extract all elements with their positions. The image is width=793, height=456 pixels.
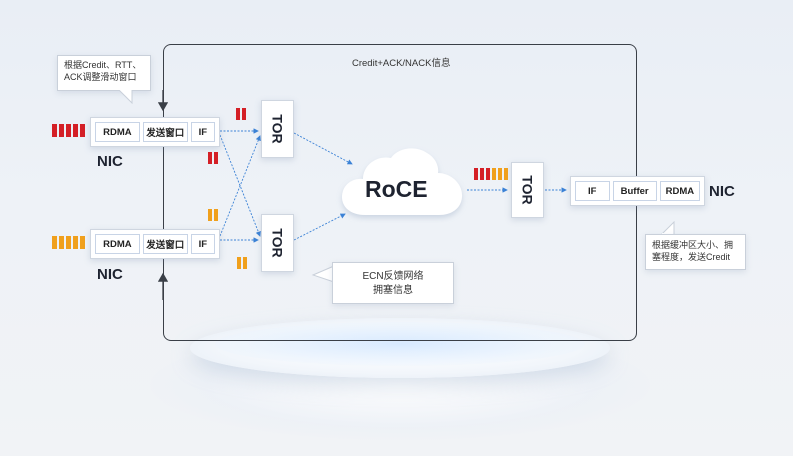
nic-right: IF Buffer RDMA	[570, 176, 705, 206]
loop-label: Credit+ACK/NACK信息	[352, 58, 451, 69]
packet-pair-red-2	[208, 152, 218, 164]
nic-bottom-send-window: 发送窗口	[142, 234, 188, 254]
nic-bottom-label: NIC	[97, 266, 123, 283]
callout-window-adjust: 根据Credit、RTT、 ACK调整滑动窗口	[57, 55, 151, 91]
nic-top: RDMA 发送窗口 IF	[90, 117, 220, 147]
nic-right-rdma: RDMA	[659, 181, 701, 201]
nic-right-label: NIC	[709, 183, 735, 200]
roce-cloud	[341, 148, 463, 215]
nic-right-if: IF	[575, 181, 610, 201]
nic-top-rdma: RDMA	[95, 122, 140, 142]
packet-pair-orange-2	[237, 257, 247, 269]
callout-credit-send: 根据缓冲区大小、拥 塞程度，发送Credit	[645, 234, 746, 270]
tor-switch-top: TOR	[261, 100, 294, 158]
nic-bottom-rdma: RDMA	[95, 234, 140, 254]
nic-top-label: NIC	[97, 153, 123, 170]
callout-tail	[118, 90, 133, 104]
tor-switch-right: TOR	[511, 162, 544, 218]
packet-queue-red	[52, 124, 85, 137]
pedestal-glow	[215, 322, 585, 366]
tor-switch-bottom: TOR	[261, 214, 294, 272]
nic-right-buffer: Buffer	[612, 181, 657, 201]
nic-bottom-if: IF	[190, 234, 215, 254]
nic-top-if: IF	[190, 122, 215, 142]
packet-pair-red-1	[236, 108, 246, 120]
packet-queue-mixed	[474, 168, 508, 180]
callout-ecn-feedback: ECN反馈网络 拥塞信息	[332, 262, 454, 304]
packet-queue-orange	[52, 236, 85, 249]
roce-label: RoCE	[365, 176, 428, 202]
nic-bottom: RDMA 发送窗口 IF	[90, 229, 220, 259]
callout-right-tail	[660, 221, 675, 235]
nic-top-send-window: 发送窗口	[142, 122, 188, 142]
packet-pair-orange-1	[208, 209, 218, 221]
